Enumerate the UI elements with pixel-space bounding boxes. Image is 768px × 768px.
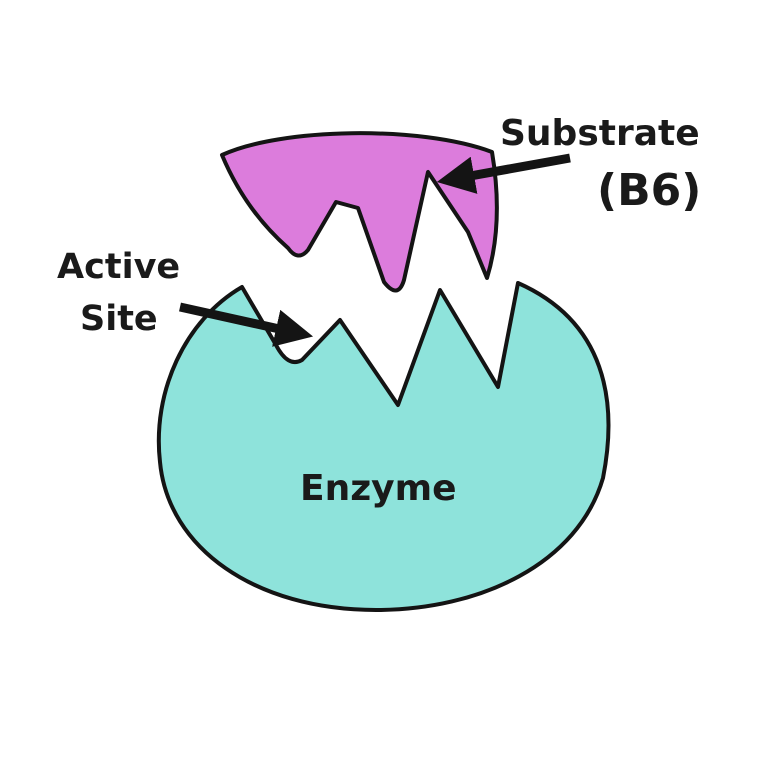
substrate-label: Substrate bbox=[500, 113, 700, 154]
active-site-label-line1: Active bbox=[57, 247, 180, 287]
arrow-icon bbox=[436, 153, 571, 194]
substrate-sub-label: (B6) bbox=[597, 165, 701, 216]
substrate-shape bbox=[220, 131, 499, 293]
active-site-label-line2: Site bbox=[80, 299, 158, 339]
enzyme-label: Enzyme bbox=[300, 468, 457, 509]
arrow-icon bbox=[179, 302, 314, 347]
enzyme-shape bbox=[156, 281, 611, 612]
